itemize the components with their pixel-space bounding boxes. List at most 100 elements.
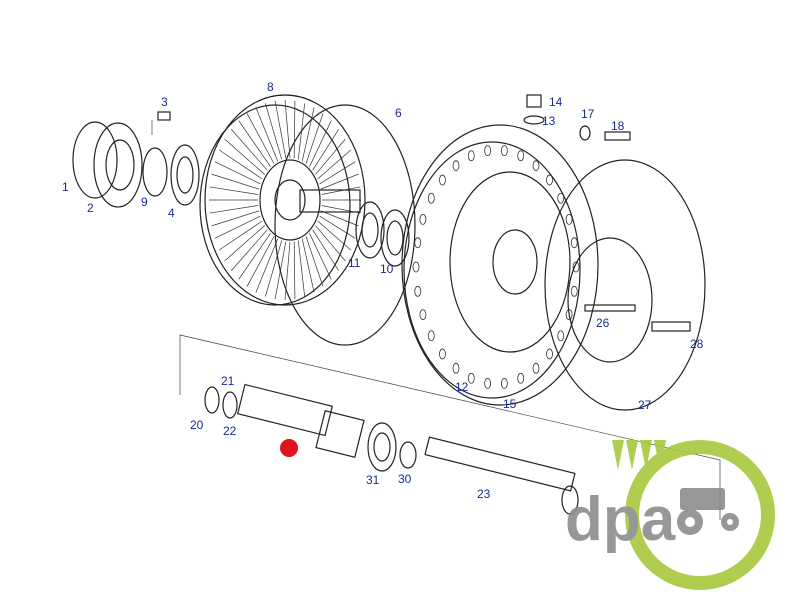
part-label: 17 [581,107,595,121]
turbine-blade [319,215,356,239]
cover-disc [544,159,706,411]
turbine-blade [293,241,296,300]
o-ring [274,104,416,346]
turbine-blade [309,120,332,167]
housing-bolt-hole [427,192,435,204]
housing-bolt-hole [419,309,427,320]
part-label: 28 [690,337,704,351]
turbine-blade [214,215,261,239]
bearings [355,201,410,267]
part-label: 23 [477,487,491,501]
part-label: 26 [596,316,610,330]
turbine-blade [321,186,361,195]
turbine-blade [319,161,356,185]
turbine-blade [230,129,268,171]
wheat-icon [612,440,666,470]
housing-bolt-hole [412,261,420,273]
turbine-blade [297,240,306,297]
part-label: 14 [549,95,563,109]
part-label: 9 [141,195,148,209]
flange-part [72,121,200,208]
part-label: 27 [638,398,652,412]
housing-bolt-hole [484,145,492,157]
turbine-blade [224,225,265,262]
housing-bolt-hole [557,192,565,204]
housing-bolt-hole [532,362,540,374]
turbine-blade [305,236,324,287]
housing-bolt-hole [517,372,525,384]
housing-bolt-hole [565,214,573,225]
housing-bolt-hole [565,309,573,320]
turbine-blade [238,120,271,167]
turbine-blade [246,113,275,164]
turbine-blade [274,100,287,159]
turbine-blade [284,99,291,159]
housing-bolt-hole [419,214,427,225]
washer-bolt-part [579,125,631,141]
part-label: 11 [348,256,361,270]
housing-bolt-hole [517,150,525,162]
housing-bolt-hole [532,160,540,172]
turbine-blade [264,240,283,297]
housing-bolt-hole [467,150,475,162]
housing-bolt-hole [414,237,422,249]
turbine-blade [284,241,291,301]
turbine-blade [218,149,263,180]
bolt-part [151,111,171,135]
part-label: 2 [87,201,94,215]
part-label: 10 [380,262,394,276]
turbine-blade [209,205,259,214]
turbine-blade [317,220,352,251]
part-label: 21 [221,374,235,388]
input-shaft [204,383,579,515]
turbine-blade [305,113,324,164]
turbine-blade [238,233,271,280]
turbine-blade [255,107,279,162]
housing-bolt-hole [439,174,446,186]
turbine-blade [309,233,332,280]
turbine-blade [246,236,275,287]
housing-bolt-hole [452,160,460,172]
turbine-blade [320,173,359,190]
plug-part [523,94,545,125]
part-label: 13 [542,114,556,128]
part-label: 12 [455,380,469,394]
turbine-blade [293,100,296,159]
part-label: 18 [611,119,625,133]
turbine-blade [211,210,260,227]
part-label: 1 [62,180,69,194]
turbine-blade [312,129,340,171]
tractor-icon [677,488,739,535]
part-label: 8 [267,80,274,94]
turbine-blade [315,138,346,175]
housing-bolt-hole [414,285,422,297]
turbine-blade [224,138,265,175]
turbine-blade [230,229,268,271]
turbine-blade [264,103,283,160]
turbine-blade [218,220,263,251]
housing-bolt-hole [452,362,460,374]
turbine-blade [214,161,261,185]
part-label: 30 [398,472,412,486]
logo-text: dpa [565,485,676,554]
converter-housing [401,124,599,406]
housing-bolt-hole [500,145,508,157]
turbine-wheel [199,94,366,306]
housing-bolt-hole [439,348,446,360]
part-label: 22 [223,424,237,438]
part-label: 6 [395,106,402,120]
turbine-blade [301,107,315,162]
part-label: 20 [190,418,204,432]
housing-bolt-hole [570,285,578,297]
housing-bolt-hole [570,237,578,249]
housing-bolt-hole [557,330,565,342]
housing-bolt-hole [546,348,553,360]
part-label: 31 [366,473,380,487]
housing-bolt-hole [484,377,492,389]
part-label: 15 [503,397,517,411]
turbine-blade [317,149,352,180]
turbine-blade [312,229,340,271]
dpa-logo: dpa [565,440,775,590]
